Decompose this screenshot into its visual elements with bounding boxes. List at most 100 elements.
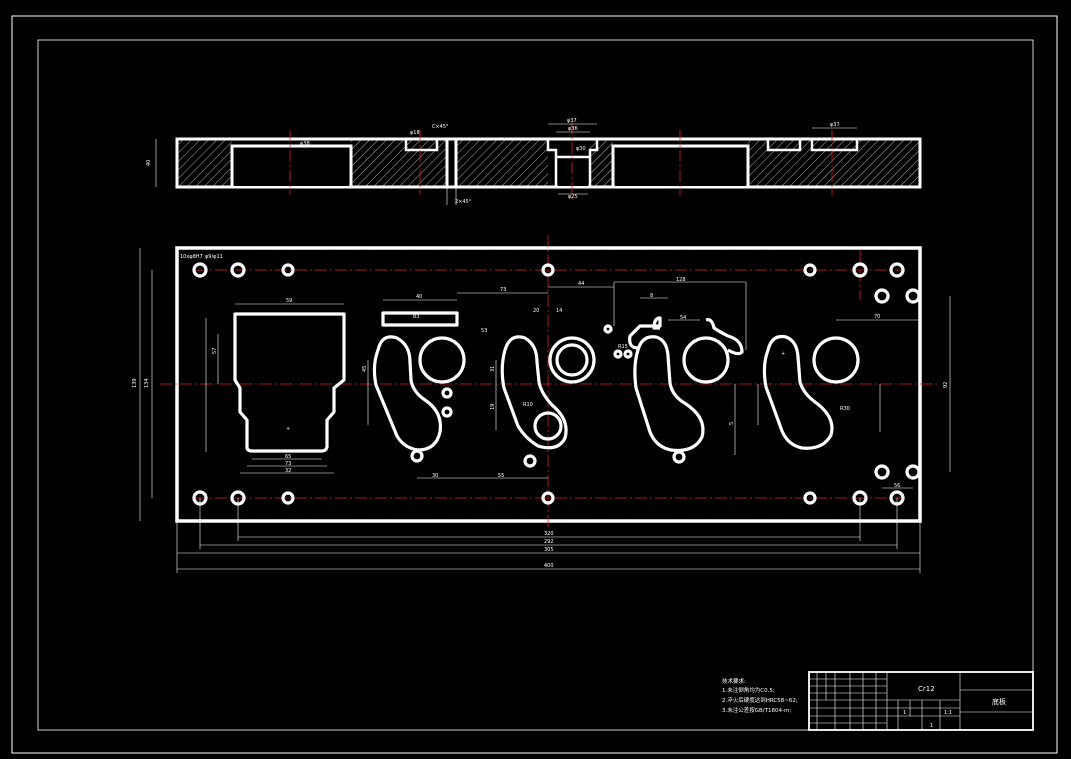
- section-hatch-midright: [456, 139, 548, 187]
- title-qty: 1: [903, 710, 906, 716]
- dim-cam-e: 83: [413, 314, 419, 320]
- dim-t-a: 128: [676, 277, 686, 283]
- cam-slot-1: [372, 335, 443, 452]
- cam-hole-3b: [603, 324, 613, 334]
- dim-overall-width: 400: [544, 563, 554, 569]
- cam-circle-1: [418, 336, 466, 384]
- section-hatch-mid: [351, 139, 447, 187]
- dim-pocket-bot1: 65: [285, 454, 291, 460]
- dim-h-b: 45: [362, 366, 368, 372]
- cam-slot-3-keys: [628, 316, 744, 356]
- section-dim-boss-inner: φ36: [568, 126, 578, 132]
- section-top-notch-2: [766, 139, 802, 152]
- section-dim-boss-small: φ30: [576, 146, 586, 152]
- cam-circle-4: [812, 336, 860, 384]
- dim-r-big: R30: [840, 406, 850, 412]
- dim-h-c: 31: [490, 366, 496, 372]
- dim-cam-f: 70: [874, 314, 880, 320]
- dim-r-small: R10: [523, 402, 533, 408]
- title-sheet: 1: [930, 723, 933, 729]
- section-dim-slot: φ38: [300, 141, 310, 147]
- notes-line-1: 1.未注倒角均为C0.5;: [722, 686, 775, 694]
- cam-hole-3c: [613, 349, 623, 359]
- plate-outline: [175, 246, 922, 523]
- dim-bot-a: 30: [432, 473, 438, 479]
- cam-hole-1: [410, 449, 424, 463]
- cam-circle-2b: [533, 411, 563, 441]
- cam-4-mark: +: [781, 351, 785, 357]
- dim-width2: 305: [544, 547, 554, 553]
- cam-slot-4: [762, 334, 834, 450]
- section-hatch-left: [177, 139, 232, 187]
- dim-slot-pos: 73: [500, 287, 506, 293]
- left-pocket-mark: +: [286, 426, 290, 432]
- dim-hole-spacing: 320: [544, 531, 554, 537]
- dim-r-mid: R15: [618, 344, 628, 350]
- dim-height-inner: 134: [144, 378, 150, 388]
- section-boss-fill: [558, 157, 588, 186]
- hole-row-top: [192, 262, 921, 304]
- plan-tag2: φ9/φ11: [205, 254, 223, 260]
- dim-width3: 292: [544, 539, 554, 545]
- section-dim-right-top: φ37: [830, 122, 840, 128]
- plan-view: + +: [132, 235, 951, 573]
- section-top-notch-1: [404, 139, 439, 152]
- dim-h-d: 19: [490, 404, 496, 410]
- dim-height-total: 139: [132, 378, 138, 388]
- section-pocket-left-fill: [234, 148, 349, 186]
- section-dim-boss-top: φ37: [567, 118, 577, 124]
- section-hatch-boss: [590, 139, 613, 187]
- dim-cam-b: 14: [556, 308, 562, 314]
- dim-cam-c: 44: [578, 281, 584, 287]
- cam-circle-2: [548, 336, 596, 384]
- dim-bot-c: 56: [894, 483, 900, 489]
- outer-frame: [11, 15, 1058, 754]
- cam-hole-1c: [441, 406, 453, 418]
- dim-t-c: 8: [650, 293, 653, 299]
- dim-slot-len: 40: [416, 294, 422, 300]
- cam-hole-2: [523, 454, 537, 468]
- title-scale: 1:1: [944, 710, 952, 716]
- left-pocket: [233, 312, 346, 453]
- notes-line-2: 2.淬火后硬度达到HRC58~62;: [722, 696, 798, 704]
- section-boss: [546, 139, 599, 187]
- title-block: Cr12 底板 1:1 1 1: [808, 671, 1034, 731]
- slot-bar: [381, 311, 459, 327]
- cam-circle-3: [682, 336, 730, 384]
- cam-hole-3d: [623, 349, 633, 359]
- cam-hole-3: [672, 450, 686, 464]
- cam-circle-2-inner: [555, 343, 589, 377]
- section-view: 40 φ38 φ37 φ36 φ30 φ25 C×45° 2×45° φ37 φ…: [146, 118, 922, 205]
- section-top-notch-3: [810, 139, 859, 152]
- dim-h-a: 57: [212, 348, 218, 354]
- section-pocket-right: [611, 144, 750, 187]
- technical-notes: 技术要求: 1.未注倒角均为C0.5; 2.淬火后硬度达到HRC58~62; 3…: [722, 677, 798, 714]
- title-name: 底板: [992, 697, 1006, 706]
- notes-line-3: 3.未注公差按GB/T1804-m;: [722, 706, 791, 714]
- dim-bot-b: 55: [498, 473, 504, 479]
- title-material: Cr12: [918, 685, 935, 693]
- cam-slot-3: [633, 335, 705, 453]
- inner-frame: [37, 39, 1034, 731]
- section-dim-mid-bottom: 2×45°: [455, 199, 472, 205]
- section-dim-mid-top: C×45°: [432, 124, 449, 130]
- plan-tag: 10xφ8H7: [180, 254, 203, 260]
- dim-t-b: 54: [680, 315, 686, 321]
- notes-title: 技术要求:: [722, 677, 746, 685]
- dim-pocket-top: 59: [286, 298, 292, 304]
- dim-h-e: 5: [729, 422, 735, 425]
- cam-slot-2: [500, 335, 568, 450]
- section-pocket-left: [230, 144, 353, 187]
- cam-hole-1b: [441, 387, 453, 399]
- section-dim-height: 40: [146, 160, 152, 166]
- dim-cam-a: 20: [533, 308, 539, 314]
- dim-cam-d: 53: [481, 328, 487, 334]
- section-dim-pocket-small: φ18: [410, 130, 420, 136]
- dim-height-right: 92: [943, 382, 949, 388]
- section-dim-boss-bottom: φ25: [568, 194, 578, 200]
- plan-dims: 400 305 292 320 139 134 92 59 65 73 32 5…: [132, 248, 951, 573]
- section-pocket-right-fill: [615, 148, 746, 186]
- section-hatch-right: [748, 139, 920, 187]
- dim-pocket-bot3: 32: [285, 468, 291, 474]
